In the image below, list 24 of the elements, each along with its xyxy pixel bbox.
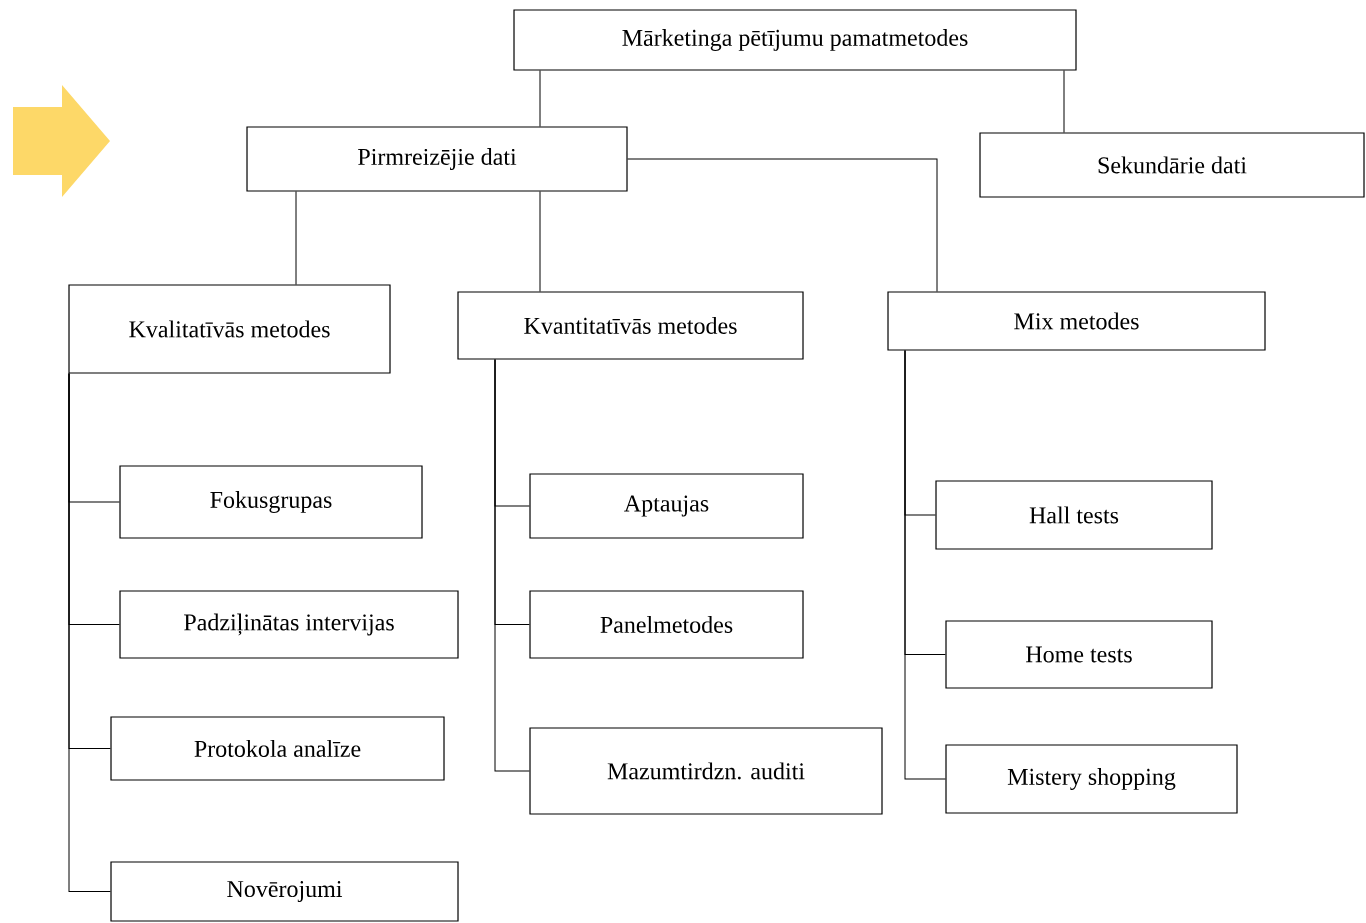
connector-line [627, 158, 938, 292]
method-box: Home tests [945, 620, 1213, 689]
method-box: Mārketinga pētījumu pamatmetodes [513, 9, 1077, 71]
connector-line [295, 191, 297, 285]
method-box: Novērojumi [110, 861, 459, 922]
connector-line [1063, 70, 1065, 133]
connector-line [494, 359, 530, 772]
method-box: Mazumtirdzn. auditi [529, 727, 883, 815]
method-box: Aptaujas [529, 473, 804, 539]
method-box: Sekundārie dati [979, 132, 1365, 198]
method-box: Kvalitatīvās metodes [68, 284, 391, 374]
connector-line [904, 350, 946, 780]
connector-line [68, 373, 111, 892]
method-box: Kvantitatīvās metodes [457, 291, 804, 360]
method-box: Panelmetodes [529, 590, 804, 659]
method-box: Hall tests [935, 480, 1213, 550]
method-box: Mistery shopping [945, 744, 1238, 814]
connector-line [539, 191, 541, 292]
method-box: Protokola analīze [110, 716, 445, 781]
method-box: Pirmreizējie dati [246, 126, 628, 192]
method-box: Mix metodes [887, 291, 1266, 351]
method-box: Fokusgrupas [119, 465, 423, 539]
method-box: Padziļinātas intervijas [119, 590, 459, 659]
connector-line [539, 70, 541, 127]
